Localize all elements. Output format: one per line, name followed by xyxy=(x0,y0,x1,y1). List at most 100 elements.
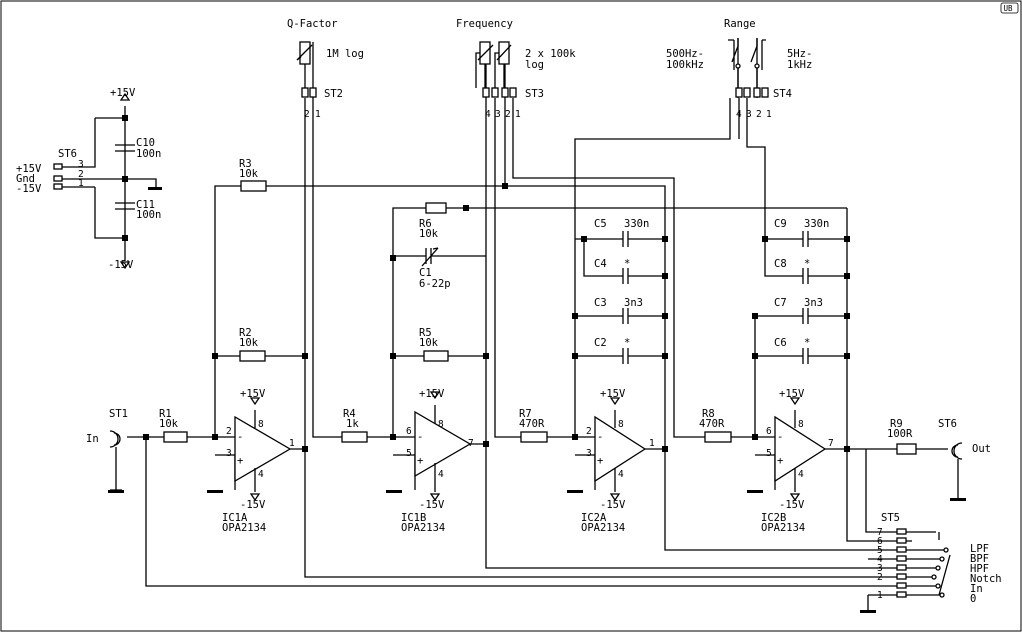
ic1a-pin-vp: 8 xyxy=(258,419,264,430)
ic1b-pin-vn: 4 xyxy=(438,469,444,480)
in-label: In xyxy=(86,433,99,445)
selector-label-notch: Notch xyxy=(970,573,1002,585)
ic2a-pin-vn: 4 xyxy=(618,469,624,480)
st4-pin3: 3 xyxy=(746,109,752,120)
neg-rail-label: -15V xyxy=(108,259,134,271)
ic2b-pin-out: 7 xyxy=(828,438,834,449)
c10-name: C10 xyxy=(136,137,155,149)
r8-value: 470R xyxy=(699,418,725,430)
ic2b-vpos: +15V xyxy=(779,388,805,400)
st5-pin2: 2 xyxy=(877,572,883,583)
ic2a-part: OPA2134 xyxy=(581,522,625,534)
ic2b-part: OPA2134 xyxy=(761,522,805,534)
ic2a-pin-plus: 3 xyxy=(586,448,592,459)
r1-body xyxy=(163,431,188,443)
st2-pin2: 2 xyxy=(304,109,310,120)
c2-name: C2 xyxy=(594,337,607,349)
c10-value: 100n xyxy=(136,148,161,160)
ic2b-name: IC2B xyxy=(761,512,786,524)
ic2b-pin-vp: 8 xyxy=(798,419,804,430)
power-label-neg: -15V xyxy=(16,183,42,195)
r7-body xyxy=(520,431,548,443)
range-left-2: 100kHz xyxy=(666,59,704,71)
badge-label: UB xyxy=(1004,4,1014,13)
st3-pin3: 3 xyxy=(495,109,501,120)
ic2b-minus-sign: - xyxy=(777,431,783,443)
wiring xyxy=(62,38,959,610)
st5-pin6: 6 xyxy=(877,536,883,547)
st4-pin4: 4 xyxy=(736,109,742,120)
selector-label-hpf: HPF xyxy=(970,563,989,575)
ic2b-plus-sign: + xyxy=(777,455,783,467)
power-pin2: 2 xyxy=(78,169,84,180)
c3-name: C3 xyxy=(594,297,607,309)
ic1a-part: OPA2134 xyxy=(222,522,266,534)
ic1b-plus-sign: + xyxy=(417,455,423,467)
c4-value: * xyxy=(624,258,630,270)
range-title: Range xyxy=(724,18,756,30)
ic2b-pin-vn: 4 xyxy=(798,469,804,480)
r2-body xyxy=(239,350,266,362)
resistors xyxy=(163,180,917,455)
r6-body xyxy=(425,202,447,214)
c8-value: * xyxy=(804,258,810,270)
selector-label-lpf: LPF xyxy=(970,543,989,555)
r7-value: 470R xyxy=(519,418,545,430)
freq-pot-value: 2 x 100k xyxy=(525,48,576,60)
ic2a-plus-sign: + xyxy=(597,455,603,467)
r9-value: 100R xyxy=(887,428,913,440)
ic1b-name: IC1B xyxy=(401,512,426,524)
r4-name: R4 xyxy=(343,408,356,420)
ic1b-pin-vp: 8 xyxy=(438,419,444,430)
c3-value: 3n3 xyxy=(624,297,643,309)
power-label-gnd: Gnd xyxy=(16,173,35,185)
r2-name: R2 xyxy=(239,327,252,339)
c11-value: 100n xyxy=(136,209,161,221)
range-switch xyxy=(728,38,766,88)
ic2a-vpos: +15V xyxy=(600,388,626,400)
r1-name: R1 xyxy=(159,408,172,420)
ic1b-pin-minus: 6 xyxy=(406,426,412,437)
range-left-1: 500Hz- xyxy=(666,48,704,60)
c11-name: C11 xyxy=(136,199,155,211)
ic1b-minus-sign: - xyxy=(417,431,423,443)
c9-value: 330n xyxy=(804,218,829,230)
power-pin1: 1 xyxy=(78,178,84,189)
r3-name: R3 xyxy=(239,158,252,170)
junction-dots xyxy=(122,115,850,452)
c4-name: C4 xyxy=(594,258,607,270)
r9-name: R9 xyxy=(890,418,903,430)
ic2b-vneg: -15V xyxy=(779,499,805,511)
c2-value: * xyxy=(624,337,630,349)
selector-switch xyxy=(906,531,951,598)
ic1a-plus-sign: + xyxy=(237,455,243,467)
st3-pin4: 4 xyxy=(485,109,491,120)
r3-body xyxy=(240,180,267,192)
r6-value: 10k xyxy=(419,228,439,240)
r9-body xyxy=(896,443,917,455)
st3-pin2: 2 xyxy=(505,109,511,120)
selector-label-zero: 0 xyxy=(970,593,976,605)
c6-value: * xyxy=(804,337,810,349)
opamps xyxy=(119,92,827,502)
power-label-pos: +15V xyxy=(16,163,42,175)
st6-out-label: ST6 xyxy=(938,418,957,430)
r2-value: 10k xyxy=(239,337,259,349)
badge-box xyxy=(1000,2,1019,14)
st2-label: ST2 xyxy=(324,88,343,100)
ic1a-name: IC1A xyxy=(222,512,248,524)
c5-value: 330n xyxy=(624,218,649,230)
ic1a-pin-vn: 4 xyxy=(258,469,264,480)
st5-pin3: 3 xyxy=(877,563,883,574)
st4-pin1: 1 xyxy=(766,109,772,120)
range-right-2: 1kHz xyxy=(787,59,812,71)
power-pin3: 3 xyxy=(78,159,84,170)
c7-value: 3n3 xyxy=(804,297,823,309)
out-label: Out xyxy=(972,443,991,455)
ic2a-minus-sign: - xyxy=(597,431,603,443)
jacks xyxy=(109,430,963,466)
st5-pin7: 7 xyxy=(877,527,883,538)
st5-pin5: 5 xyxy=(877,545,883,556)
c1-name: C1 xyxy=(419,267,432,279)
